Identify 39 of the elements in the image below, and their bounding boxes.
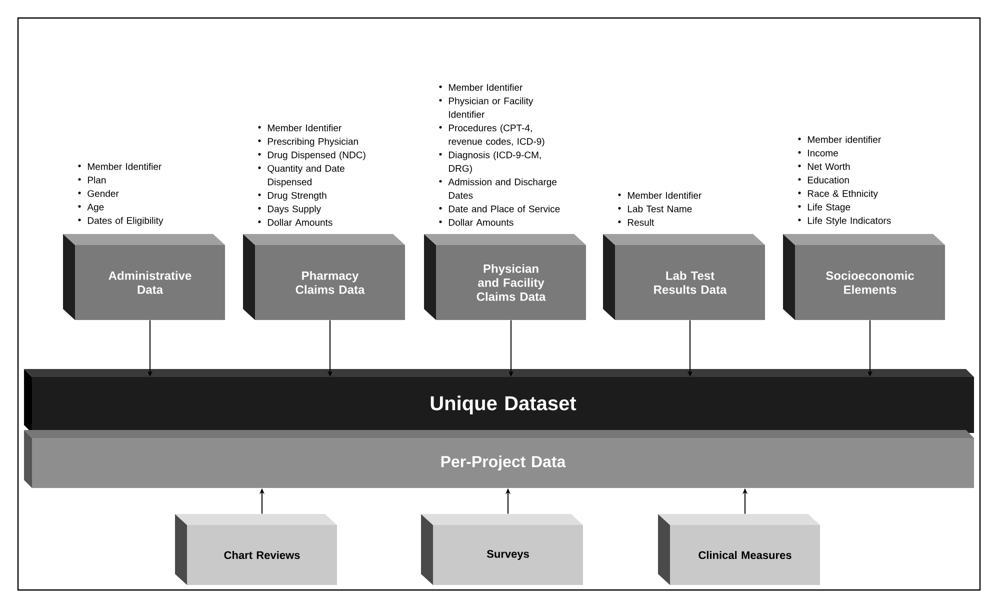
bullet-item: Prescribing Physician (258, 138, 358, 147)
bullet-item: Member Identifier (78, 162, 162, 170)
bullet-item: Member Identifier (439, 84, 522, 91)
data-block: Lab Test Results Data (603, 234, 765, 320)
bullet-item: Race & Ethnicity (798, 190, 878, 199)
bullet-item: Result (618, 218, 654, 226)
bullet-item: Plan (78, 176, 106, 184)
bullet-item: Age (78, 204, 104, 212)
data-block: Pharmacy Claims Data (243, 234, 405, 320)
bullet-item: Dollar Amounts (258, 218, 332, 226)
bullet-item: Life Stage (798, 203, 850, 212)
bullet-item: Life Style Indicators (798, 216, 891, 226)
bullet-item: Date and Place of Service (439, 205, 560, 212)
bullet-item: Admission and Discharge Dates (439, 178, 557, 199)
data-block: Physician and Facility Claims Data (424, 234, 586, 320)
bullet-item: Gender (78, 190, 119, 197)
bullet-item: Member Identifier (618, 192, 702, 199)
source-block: Clinical Measures (658, 514, 820, 585)
bullet-item: Days Supply (258, 205, 322, 214)
bullet-item: Procedures (CPT-4, revenue codes, ICD-9) (439, 124, 544, 147)
dataset-band: Unique Dataset (24, 369, 974, 433)
source-block: Surveys (421, 514, 583, 585)
bullet-item: Diagnosis (ICD-9-CM, DRG) (439, 151, 541, 174)
bullet-item: Dates of Eligibility (78, 216, 164, 226)
bullet-item: Physician or Facility Identifier (439, 97, 534, 118)
bullet-item: Drug Dispensed (NDC) (258, 151, 366, 160)
data-block: Socioeconomic Elements (783, 234, 945, 320)
bullet-item: Lab Test Name (618, 205, 692, 212)
bullet-item: Member identifier (798, 136, 881, 143)
bullet-item: Education (798, 176, 849, 184)
bullet-item: Member Identifier (258, 124, 342, 132)
source-block: Chart Reviews (175, 514, 337, 585)
bullet-item: Dollar Amounts (439, 218, 514, 226)
bullet-item: Income (798, 150, 838, 156)
bullet-item: Quantity and Date Dispensed (258, 164, 344, 188)
bullet-item: Net Worth (798, 162, 850, 170)
dataset-band: Per-Project Data (24, 430, 974, 488)
bullet-item: Drug Strength (258, 192, 326, 201)
data-block: Administrative Data (63, 234, 225, 320)
